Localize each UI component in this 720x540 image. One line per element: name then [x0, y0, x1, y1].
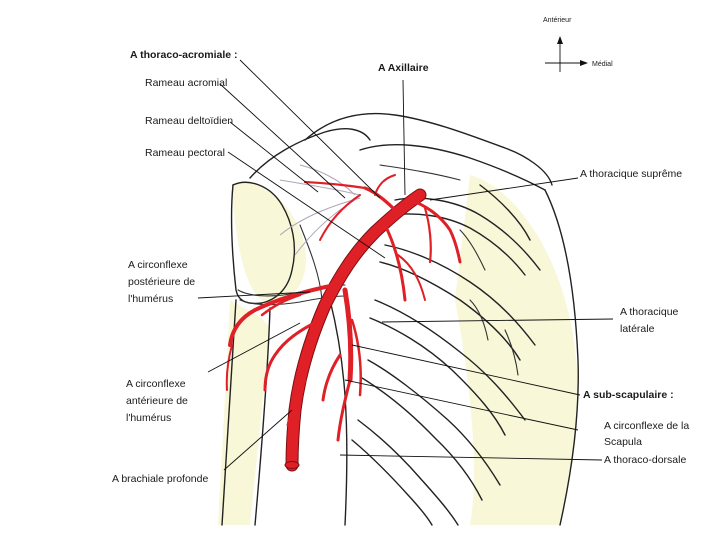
- compass-medial: Médial: [592, 61, 613, 68]
- orientation-compass: Antérieur Médial: [543, 17, 613, 72]
- axillary-artery: [286, 189, 426, 471]
- label-circonflexe-ant-3: l'humérus: [126, 412, 171, 424]
- artery-cut-end: [284, 461, 300, 469]
- label-thoraco-acromiale: A thoraco-acromiale :: [130, 49, 238, 61]
- arteries: [225, 174, 462, 472]
- labels: A thoraco-acromiale : Rameau acromial Ra…: [112, 49, 689, 485]
- label-circonflexe-post-3: l'humérus: [128, 293, 173, 305]
- label-rameau-deltoidien: Rameau deltoïdien: [145, 115, 233, 127]
- label-thoracique-laterale-2: latérale: [620, 323, 655, 335]
- label-brachiale-profonde: A brachiale profonde: [112, 473, 208, 485]
- label-thoracique-supreme: A thoracique suprême: [580, 168, 682, 180]
- label-circonflexe-ant-1: A circonflexe: [126, 378, 186, 390]
- label-sub-scapulaire: A sub-scapulaire :: [583, 389, 674, 401]
- label-circonflexe-ant-2: antérieure de: [126, 395, 188, 407]
- label-rameau-pectoral: Rameau pectoral: [145, 147, 225, 159]
- bone-shading: [218, 175, 579, 525]
- arrow-up-icon: [557, 36, 563, 44]
- label-circonflexe-post-1: A circonflexe: [128, 259, 188, 271]
- label-circonflexe-scapula-1: A circonflexe de la: [604, 420, 689, 432]
- label-thoracique-laterale-1: A thoracique: [620, 306, 679, 318]
- arrow-right-icon: [580, 60, 588, 66]
- acromion-clavicle: [249, 112, 553, 191]
- label-thoraco-dorsale: A thoraco-dorsale: [604, 454, 686, 466]
- label-circonflexe-scapula-2: Scapula: [604, 436, 642, 448]
- compass-anterieur: Antérieur: [543, 17, 572, 24]
- label-rameau-acromial: Rameau acromial: [145, 77, 227, 89]
- leader-lines: [197, 59, 614, 471]
- label-axillaire: A Axillaire: [378, 62, 429, 74]
- humerus-shaft: [221, 299, 271, 526]
- label-circonflexe-post-2: postérieure de: [128, 276, 195, 288]
